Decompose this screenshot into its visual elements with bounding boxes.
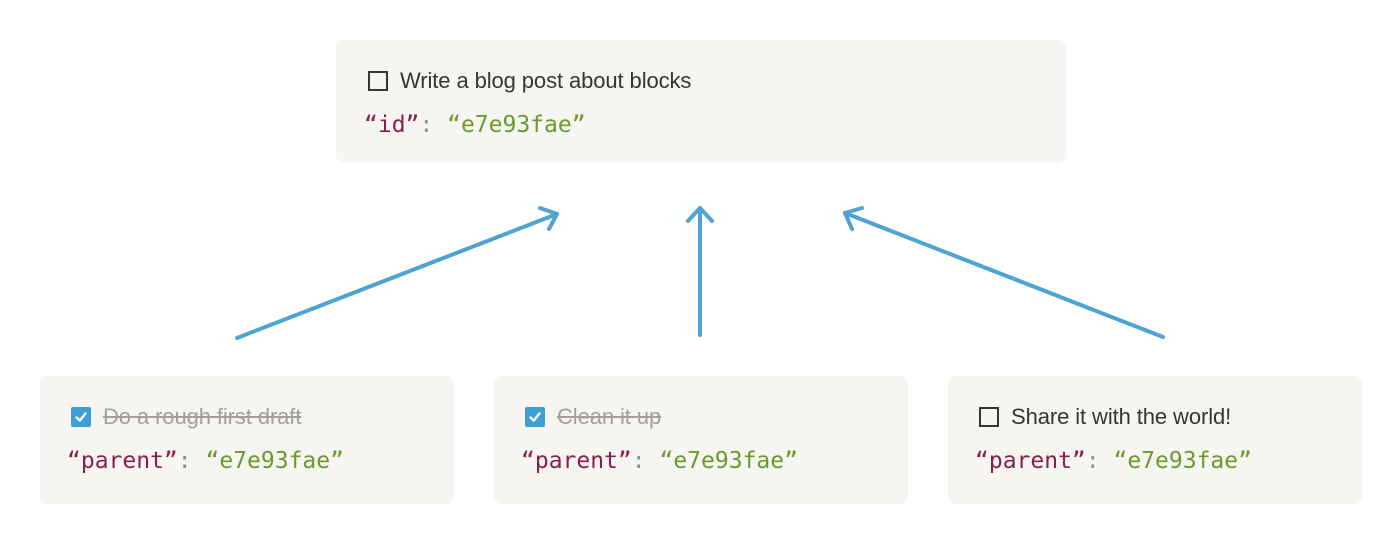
todo-label: Clean it up <box>557 404 662 429</box>
json-parent-line: “parent”: “e7e93fae” <box>521 448 798 474</box>
todo-row: Clean it up <box>525 404 661 430</box>
child-block-card-3: Share it with the world! “parent”: “e7e9… <box>948 376 1362 504</box>
json-id-line: “id”: “e7e93fae” <box>364 112 586 138</box>
todo-label: Do a rough first draft <box>103 404 302 429</box>
todo-row: Share it with the world! <box>979 404 1231 430</box>
todo-row: Write a blog post about blocks <box>368 68 691 94</box>
arrow-middle-icon <box>686 206 714 337</box>
child-block-card-1: Do a rough first draft “parent”: “e7e93f… <box>40 376 454 504</box>
arrow-right-icon <box>843 206 1165 339</box>
json-parent-line: “parent”: “e7e93fae” <box>975 448 1252 474</box>
json-key: “parent” <box>67 448 178 474</box>
checkbox-unchecked-icon[interactable] <box>979 407 999 427</box>
todo-label: Share it with the world! <box>1011 404 1232 429</box>
todo-label: Write a blog post about blocks <box>400 68 692 93</box>
json-value: “e7e93fae” <box>205 448 344 474</box>
json-colon: : <box>177 448 206 474</box>
json-key: “id” <box>364 112 420 138</box>
parent-block-card: Write a blog post about blocks “id”: “e7… <box>336 40 1066 163</box>
json-key: “parent” <box>975 448 1086 474</box>
arrow-left-icon <box>235 206 559 340</box>
json-key: “parent” <box>521 448 632 474</box>
checkmark-icon <box>75 412 87 422</box>
json-colon: : <box>631 448 660 474</box>
json-value: “e7e93fae” <box>659 448 798 474</box>
checkmark-icon <box>529 412 541 422</box>
checkbox-unchecked-icon[interactable] <box>368 71 388 91</box>
checkbox-checked-icon[interactable] <box>71 407 91 427</box>
child-block-card-2: Clean it up “parent”: “e7e93fae” <box>494 376 908 504</box>
json-colon: : <box>419 112 448 138</box>
todo-row: Do a rough first draft <box>71 404 301 430</box>
checkbox-checked-icon[interactable] <box>525 407 545 427</box>
json-colon: : <box>1085 448 1114 474</box>
json-value: “e7e93fae” <box>1113 448 1252 474</box>
json-parent-line: “parent”: “e7e93fae” <box>67 448 344 474</box>
json-value: “e7e93fae” <box>447 112 586 138</box>
